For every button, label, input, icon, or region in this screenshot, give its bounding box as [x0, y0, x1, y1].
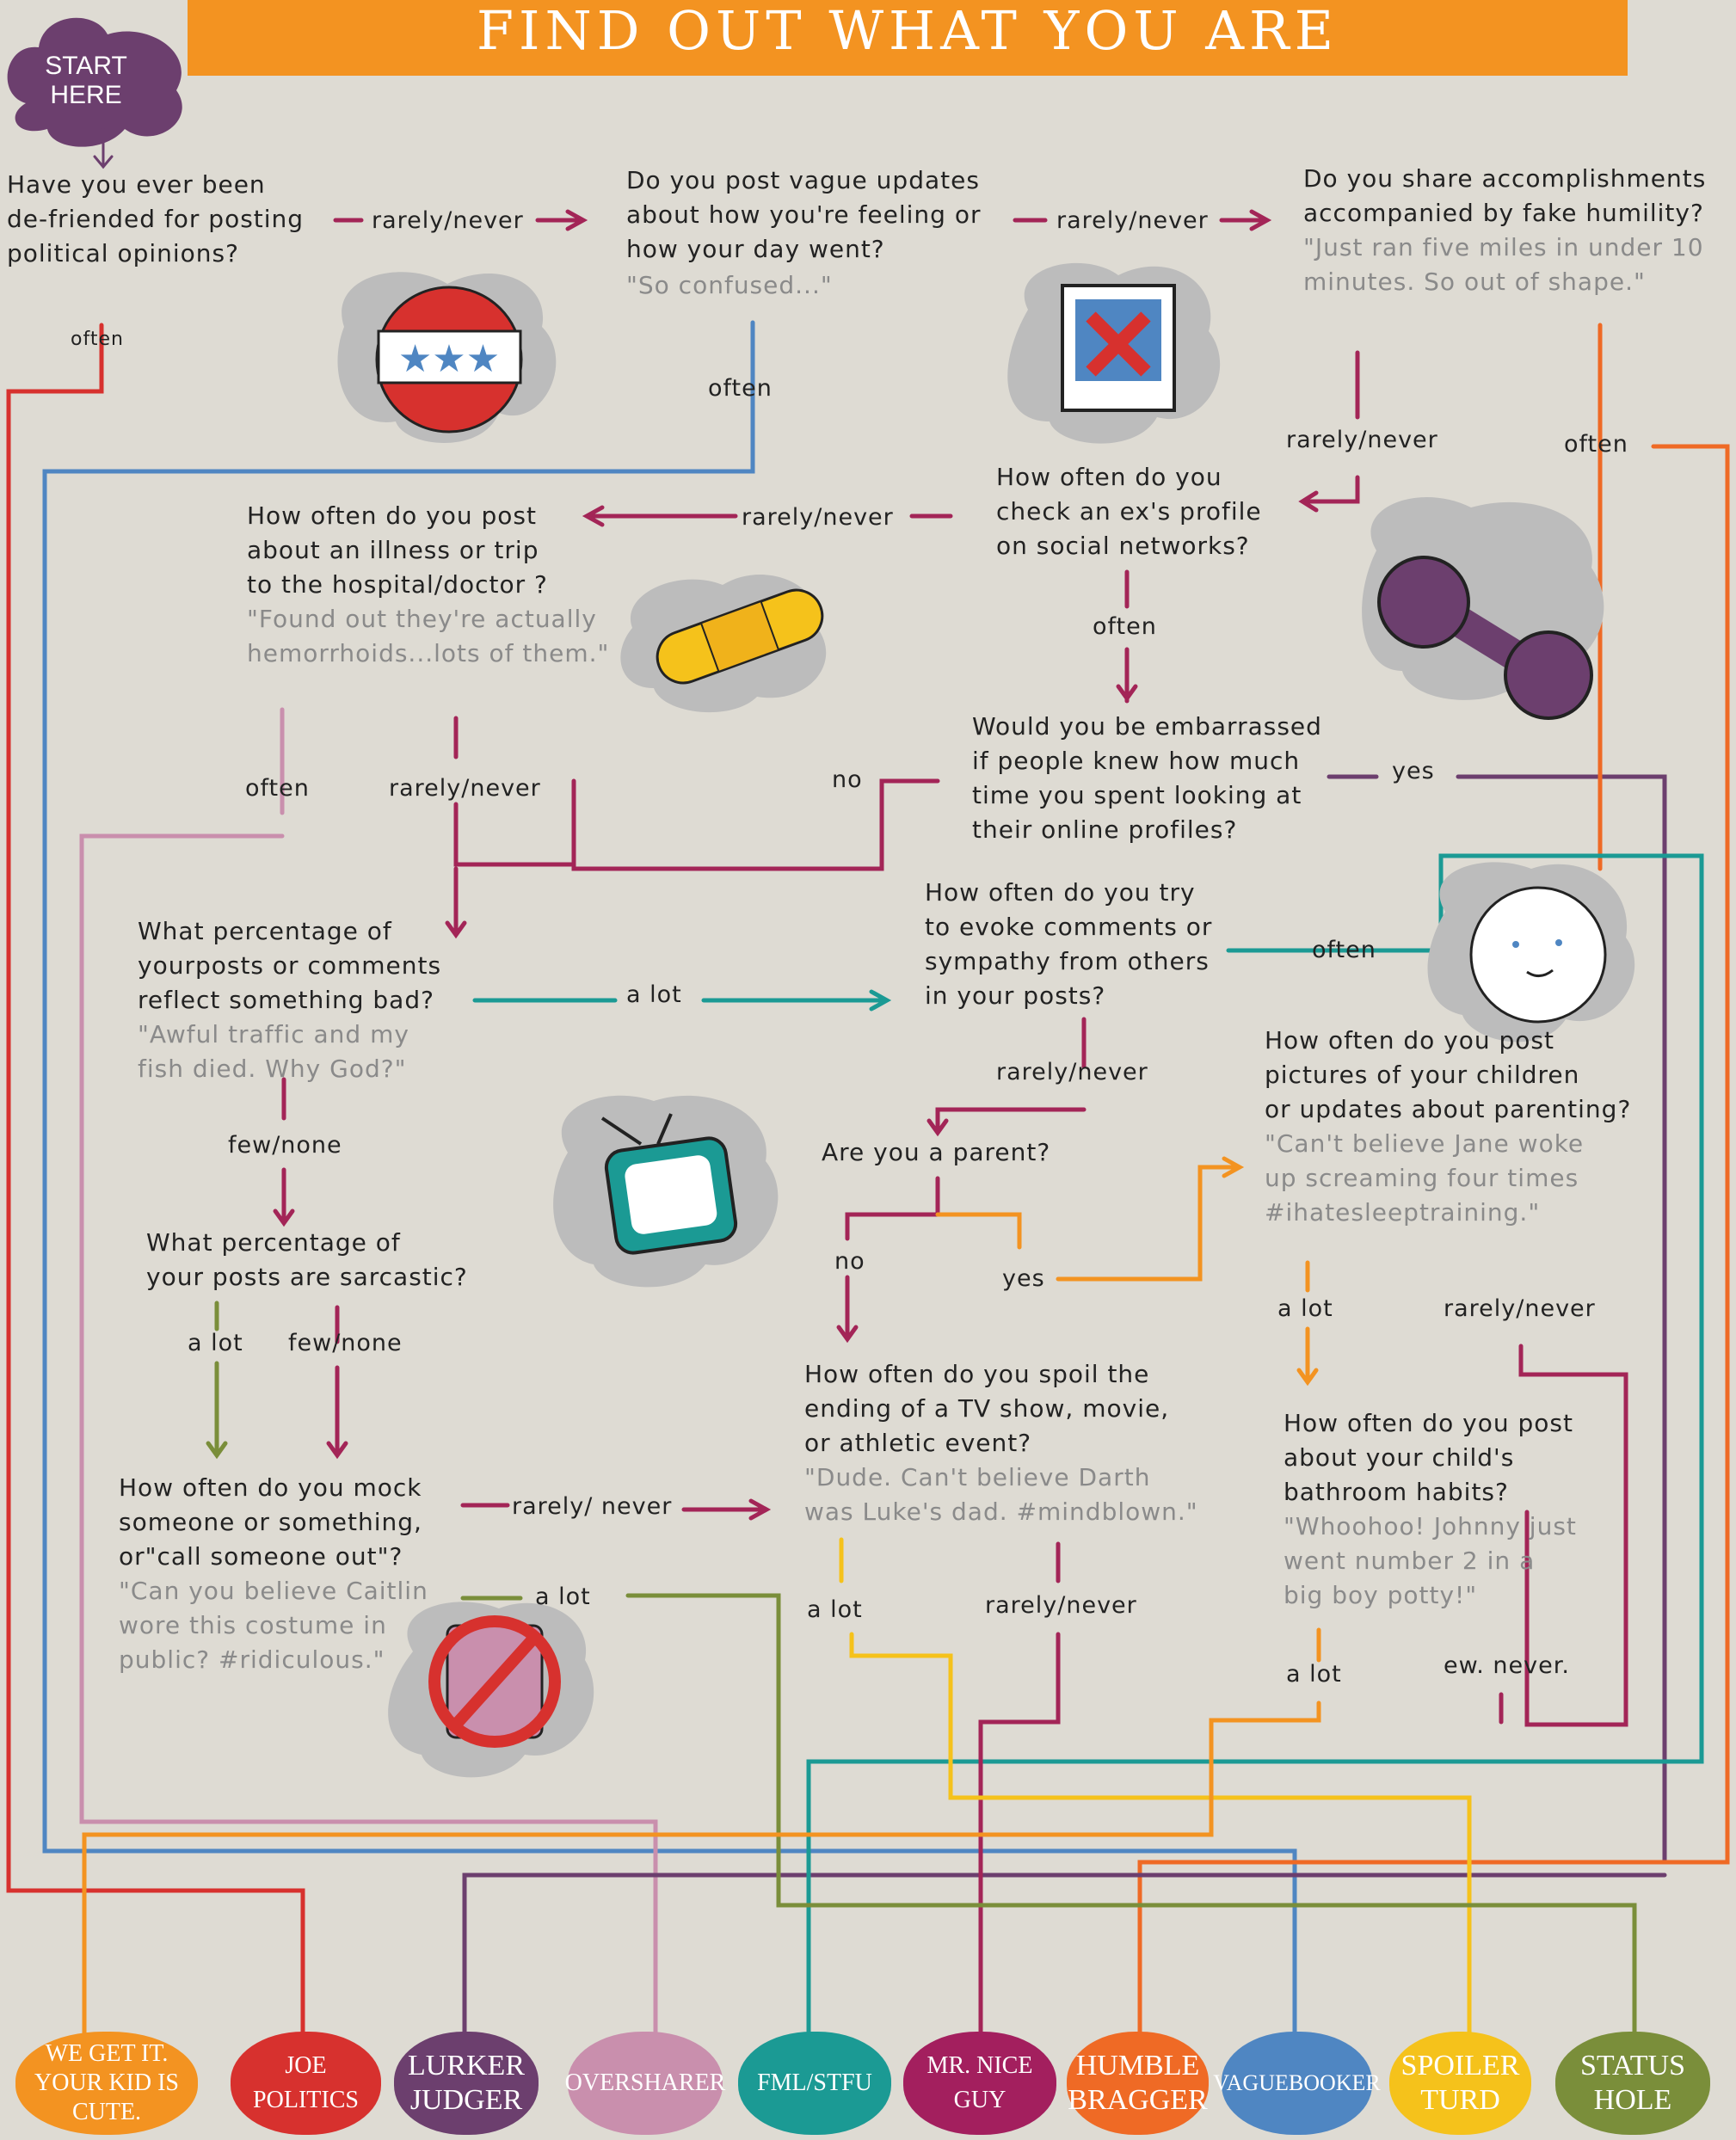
vaguebooker-path	[42, 320, 1297, 2058]
quote-mock: "Can you believe Caitlin wore this costu…	[119, 1577, 428, 1674]
question-bathroom: How often do you post about your child's…	[1284, 1409, 1573, 1506]
label-few-none: few/none	[288, 1330, 403, 1356]
label-rarely-never: rarely/ never	[512, 1493, 673, 1520]
result-spoiler-turd[interactable]: SPOILER TURD	[1389, 2032, 1531, 2135]
teal-connectors	[472, 948, 1314, 1012]
start-label: START HERE	[45, 52, 127, 109]
quote-percentage-bad: "Awful traffic and my fish died. Why God…	[138, 1020, 409, 1083]
spoiler-turd-path	[839, 1537, 1472, 2051]
result-humble-bragger[interactable]: HUMBLE BRAGGER	[1067, 2032, 1209, 2135]
result-status-hole[interactable]: STATUS HOLE	[1555, 2032, 1710, 2135]
label-rarely-never: rarely/never	[1444, 1295, 1596, 1322]
bandage-icon	[620, 575, 827, 713]
result-fml-stfu[interactable]: FML/STFU	[738, 2032, 891, 2135]
label-rarely-never: rarely/never	[742, 504, 894, 531]
question-sympathy: How often do you try to evoke comments o…	[925, 878, 1213, 1010]
label-a-lot: a lot	[535, 1583, 591, 1610]
question-humility: Do you share accomplishments accompanied…	[1303, 164, 1707, 227]
label-a-lot: a lot	[1286, 1661, 1342, 1688]
label-a-lot: a lot	[1277, 1295, 1333, 1322]
label-rarely-never: rarely/never	[1056, 207, 1209, 234]
label-yes: yes	[1002, 1265, 1045, 1292]
oversharer-path	[79, 707, 658, 2050]
label-ew-never: ew. never.	[1444, 1652, 1570, 1679]
mr-nice-guy-path	[978, 1344, 1628, 2051]
quote-illness: "Found out they're actually hemorrhoids.…	[247, 605, 610, 667]
quote-spoil: "Dude. Can't believe Darth was Luke's da…	[804, 1463, 1198, 1526]
television-icon	[553, 1095, 779, 1288]
question-percentage-bad: What percentage of yourposts or comments…	[138, 917, 442, 1014]
amber-connectors	[1056, 1156, 1319, 1387]
label-often: often	[71, 329, 124, 350]
result-lurker-judger[interactable]: LURKER JUDGER	[394, 2032, 539, 2135]
label-a-lot: a lot	[626, 981, 682, 1008]
question-children: How often do you post pictures of your c…	[1265, 1026, 1632, 1123]
result-joe-politics[interactable]: JOE POLITICS	[231, 2032, 381, 2135]
label-rarely-never: rarely/never	[985, 1592, 1137, 1619]
label-a-lot: a lot	[188, 1330, 243, 1356]
label-often: often	[1093, 613, 1157, 640]
question-embarrassed: Would you be embarrassed if people knew …	[972, 712, 1322, 844]
title-banner: FIND OUT WHAT YOU ARE	[188, 0, 1628, 76]
label-few-none: few/none	[228, 1132, 342, 1159]
result-oversharer[interactable]: OVERSHARER	[565, 2032, 725, 2135]
banned-costume-icon	[388, 1602, 594, 1778]
label-a-lot: a lot	[807, 1596, 863, 1623]
question-sarcastic: What percentage of your posts are sarcas…	[146, 1228, 468, 1291]
question-parent: Are you a parent?	[822, 1138, 1051, 1166]
question-vague: Do you post vague updates about how you'…	[626, 166, 982, 263]
status-hole-path	[460, 1593, 1637, 2045]
crossed-out-photo-icon	[1007, 262, 1221, 444]
question-spoil: How often do you spoil the ending of a T…	[804, 1360, 1170, 1457]
quote-humility: "Just ran five miles in under 10 minutes…	[1303, 233, 1704, 296]
quote-vague: "So confused..."	[626, 271, 833, 299]
label-often: often	[1564, 431, 1628, 458]
baby-face-icon	[1427, 862, 1635, 1042]
label-rarely-never: rarely/never	[1286, 427, 1438, 453]
start-cloud[interactable]	[7, 17, 182, 147]
result-mr-nice-guy[interactable]: MR. NICE GUY	[903, 2032, 1056, 2135]
we-get-it-path	[82, 1627, 1321, 2054]
lurker-judger-path	[462, 1872, 1667, 2054]
quote-bathroom: "Whoohoo! Johnny just went number 2 in a…	[1284, 1512, 1577, 1609]
maroon-connectors	[93, 127, 1667, 1865]
label-yes: yes	[1392, 758, 1435, 784]
label-no: no	[834, 1248, 865, 1275]
dumbbell-icon	[1362, 497, 1604, 720]
joe-politics-path	[6, 323, 305, 2054]
question-ex: How often do you check an ex's profile o…	[996, 463, 1262, 560]
question-illness: How often do you post about an illness o…	[247, 501, 548, 599]
humble-bragger-path	[1137, 323, 1730, 2045]
label-often: often	[245, 775, 310, 802]
result-we-get-it[interactable]: WE GET IT. YOUR KID IS CUTE.	[15, 2032, 198, 2135]
page-title: FIND OUT WHAT YOU ARE	[477, 0, 1339, 62]
result-vaguebooker[interactable]: VAGUEBOOKER	[1213, 2032, 1381, 2135]
label-often: often	[1312, 937, 1376, 963]
label-rarely-never: rarely/never	[372, 207, 524, 234]
question-mock: How often do you mock someone or somethi…	[119, 1473, 422, 1571]
question-defriended: Have you ever been de-friended for posti…	[7, 170, 305, 268]
olive-connectors	[206, 1301, 228, 1460]
quote-children: "Can't believe Jane woke up screaming fo…	[1265, 1129, 1585, 1227]
label-rarely-never: rarely/never	[996, 1059, 1148, 1085]
label-rarely-never: rarely/never	[389, 775, 541, 802]
label-no: no	[832, 766, 863, 793]
label-often: often	[708, 375, 773, 402]
ballot-badge-icon: ★★★	[337, 272, 557, 443]
svg-text:★★★: ★★★	[398, 337, 500, 381]
